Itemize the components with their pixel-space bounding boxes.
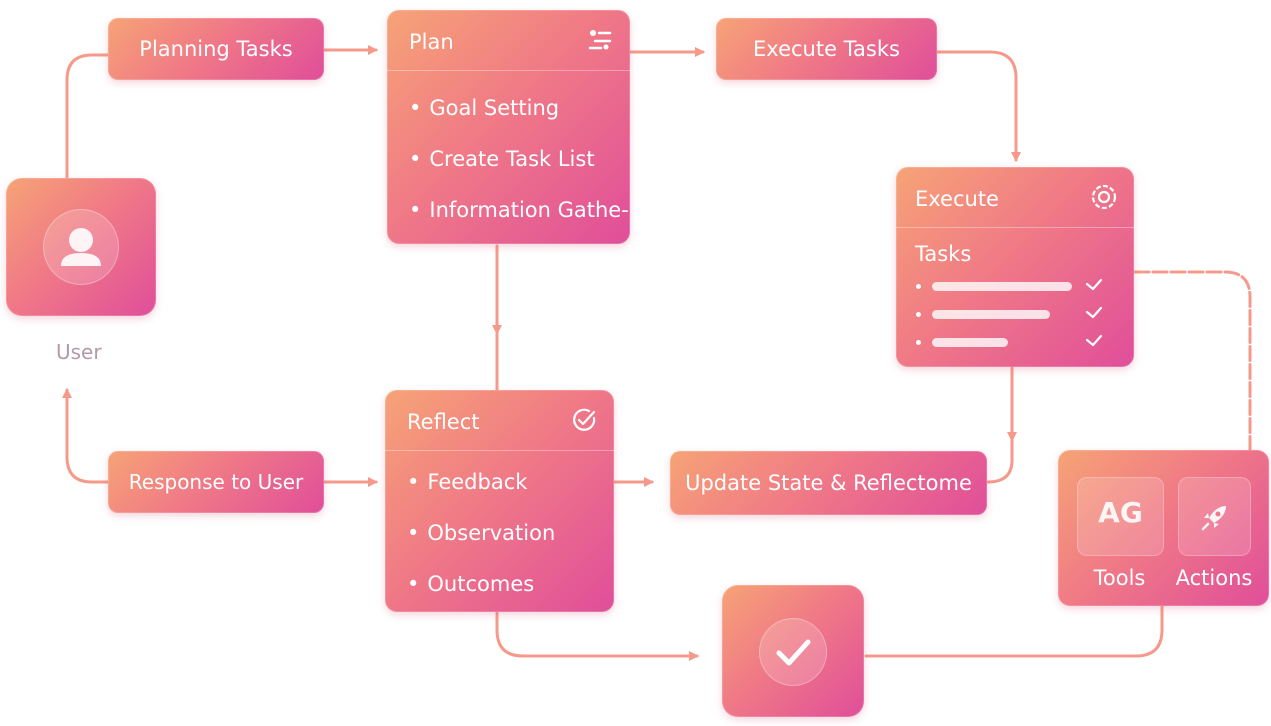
plan-item: Create Task List	[409, 134, 629, 185]
tools-badge: AG	[1098, 496, 1143, 529]
reflect-card[interactable]: Reflect Feedback Observation Outcomes	[385, 390, 614, 612]
execute-divider	[896, 227, 1134, 228]
response-to-user-label: Response to User	[128, 470, 304, 494]
task-bullet	[916, 340, 921, 345]
rocket-icon	[1201, 506, 1226, 531]
task-bullet	[916, 312, 921, 317]
plan-title: Plan	[409, 30, 454, 54]
tools-label: Tools	[1093, 566, 1146, 590]
task-bar	[932, 282, 1072, 291]
connector-execute-tasks-to-execute	[935, 50, 1021, 162]
connector-response-to-user	[62, 388, 110, 484]
plan-item: Information Gathe-	[409, 185, 628, 236]
user-label: User	[56, 340, 102, 364]
connector-reflect-to-done	[495, 610, 699, 661]
task-bar	[932, 310, 1050, 319]
plan-divider	[387, 70, 630, 71]
reflect-item: Outcomes	[407, 559, 555, 610]
tools-tile[interactable]: AG	[1077, 477, 1164, 556]
task-bar	[932, 338, 1008, 347]
response-to-user-node[interactable]: Response to User	[108, 451, 324, 513]
done-icon-circle	[759, 618, 827, 686]
reflect-item: Feedback	[407, 457, 555, 508]
done-tile[interactable]	[722, 585, 864, 717]
execute-title: Execute	[915, 187, 999, 211]
task-bullet	[916, 284, 921, 289]
actions-label: Actions	[1175, 566, 1253, 590]
reflect-item: Observation	[407, 508, 555, 559]
planning-tasks-label: Planning Tasks	[139, 37, 293, 61]
sliders-list-icon	[588, 30, 612, 50]
check-icon	[1085, 334, 1103, 347]
actions-tile[interactable]	[1178, 477, 1251, 556]
connector-tools-to-done	[864, 604, 1164, 658]
reflect-list: Feedback Observation Outcomes	[407, 457, 555, 610]
update-state-node[interactable]: Update State & Reflectome	[670, 451, 987, 515]
user-tile[interactable]	[6, 178, 156, 316]
execute-card[interactable]: Execute Tasks	[896, 167, 1134, 367]
reflect-divider	[385, 450, 614, 451]
user-icon-circle	[43, 209, 119, 285]
check-icon	[1085, 306, 1103, 319]
check-icon	[1085, 278, 1103, 291]
plan-list: Goal Setting Create Task List Informatio…	[409, 83, 629, 236]
check-circle-icon	[573, 408, 596, 431]
reflect-title: Reflect	[407, 410, 480, 434]
user-icon	[61, 228, 101, 266]
plan-card[interactable]: Plan Goal Setting Create Task List Infor…	[387, 10, 630, 244]
connector-user-to-planning	[62, 53, 110, 186]
tools-actions-card[interactable]: AG Tools Actions	[1058, 450, 1269, 606]
update-state-label: Update State & Reflectome	[685, 471, 972, 495]
check-icon	[776, 639, 811, 666]
planning-tasks-node[interactable]: Planning Tasks	[108, 18, 324, 80]
gear-icon	[1091, 184, 1117, 210]
plan-item: Goal Setting	[409, 83, 629, 134]
execute-tasks-label: Execute Tasks	[753, 37, 900, 61]
connector-execute-to-tools	[1133, 270, 1252, 452]
execute-subtitle: Tasks	[915, 242, 972, 266]
execute-tasks-node[interactable]: Execute Tasks	[716, 18, 937, 80]
